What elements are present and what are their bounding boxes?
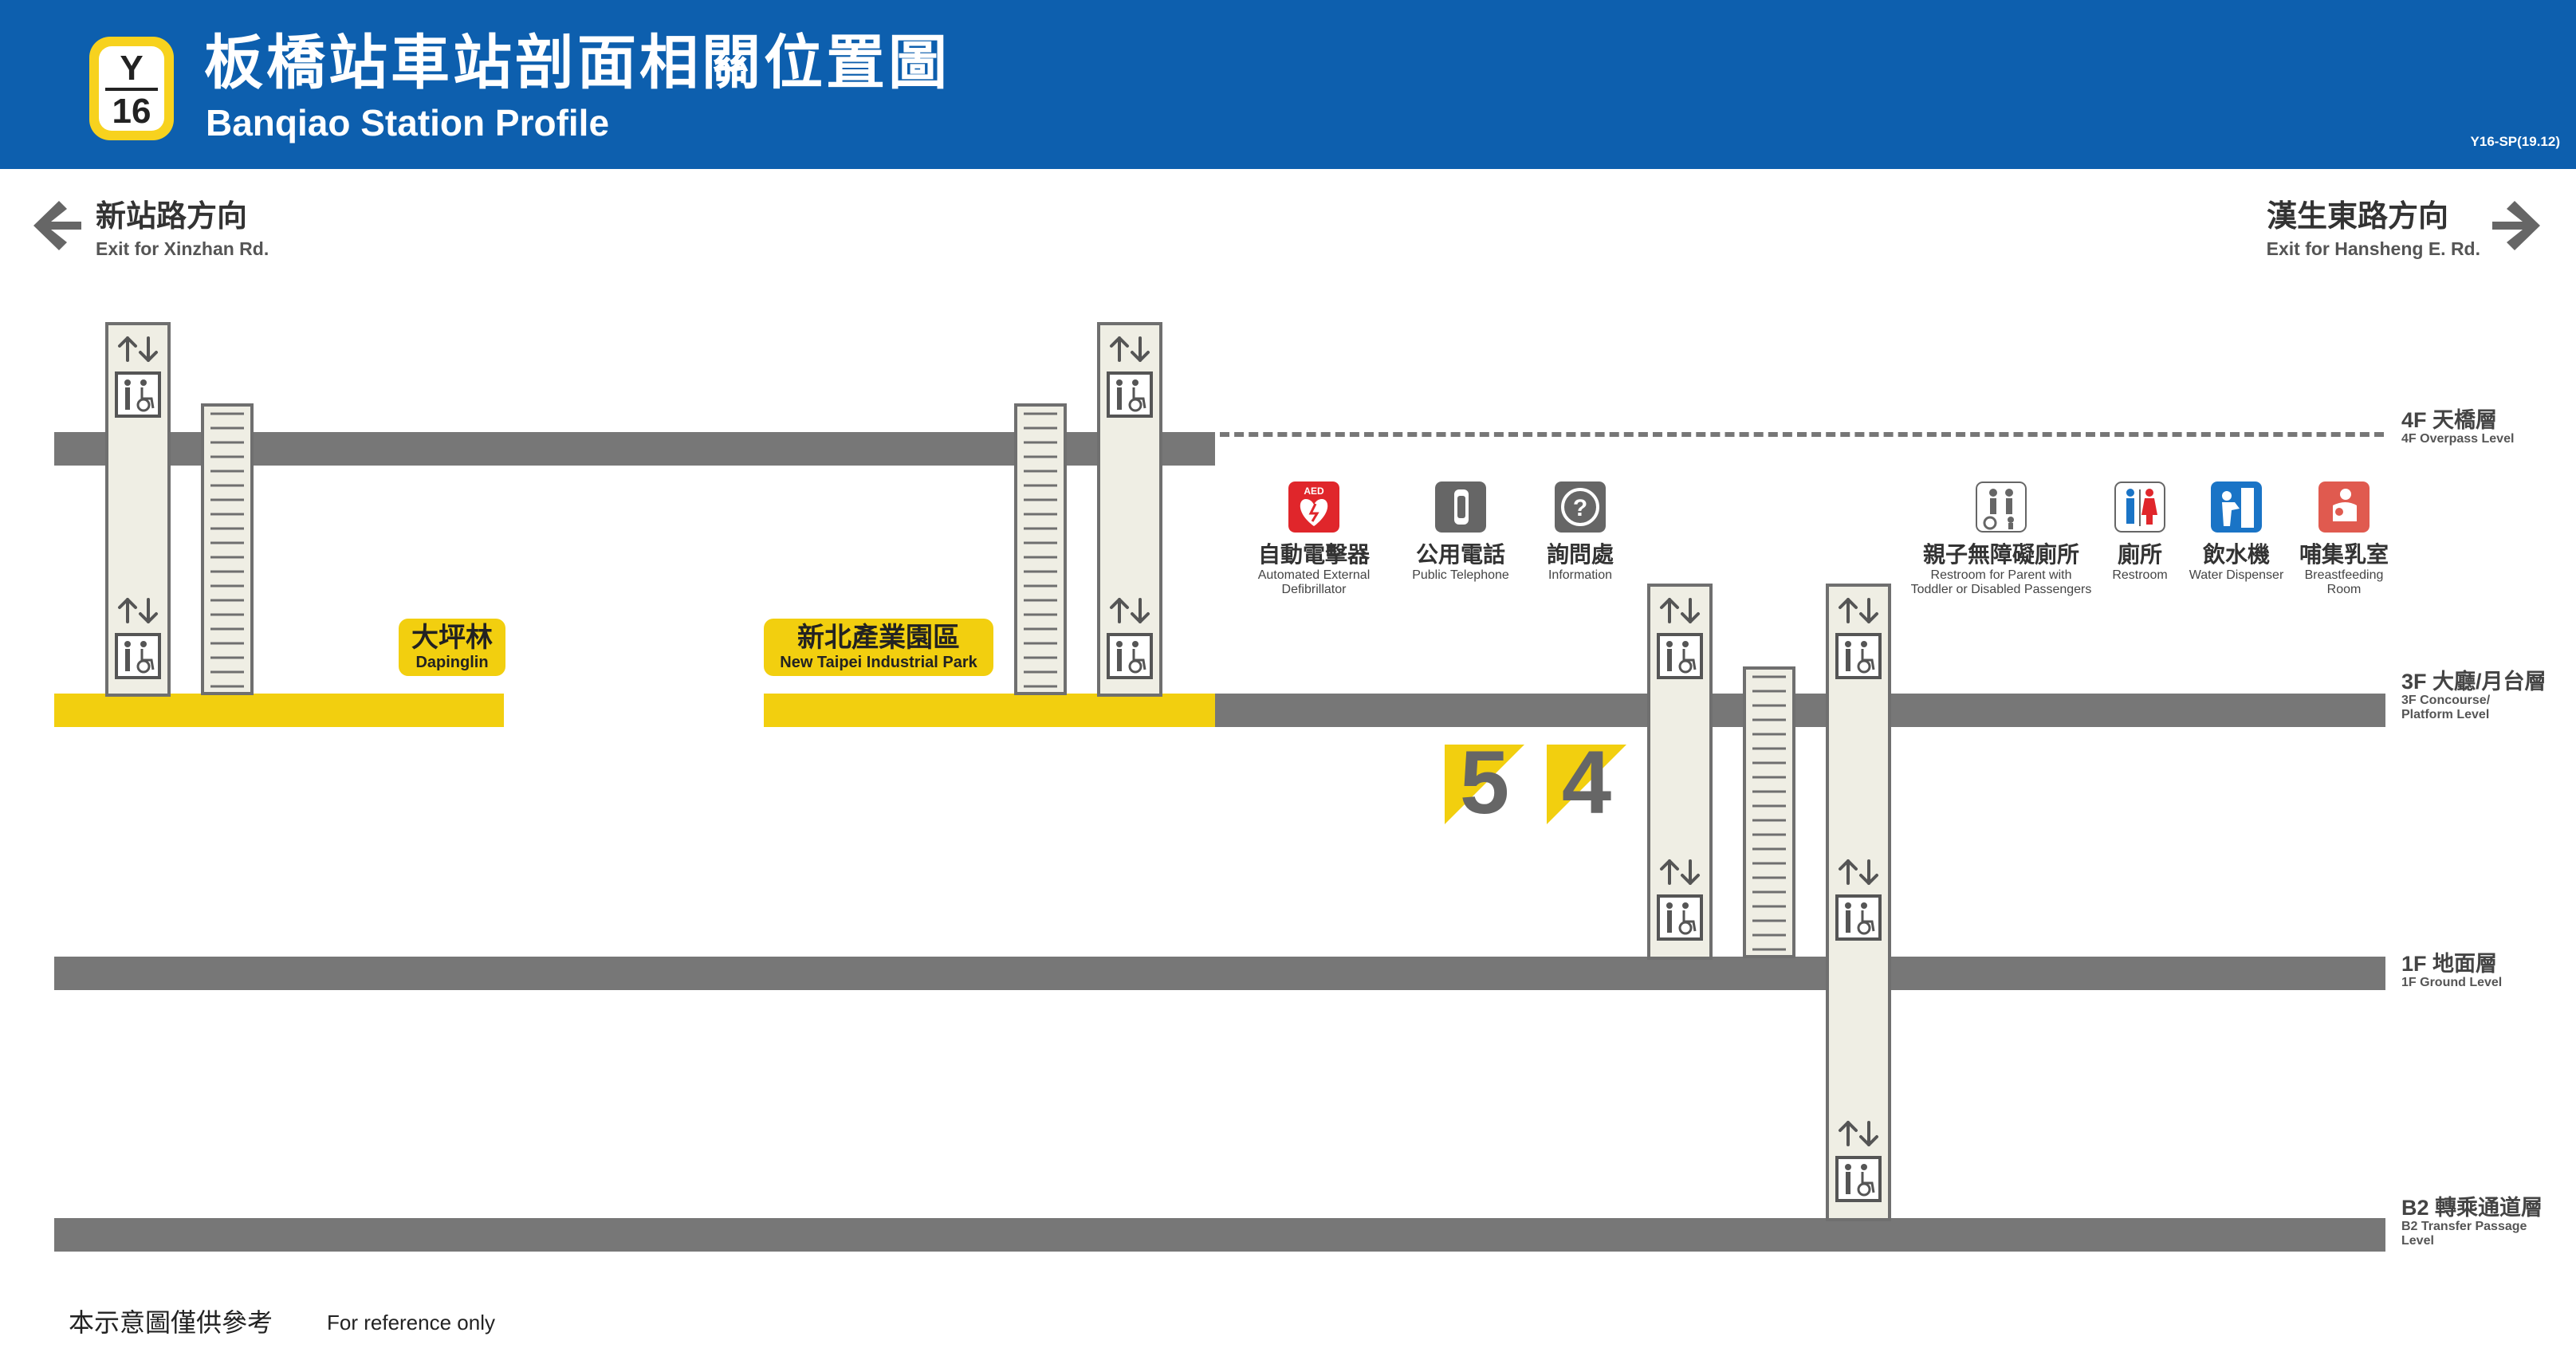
elevator-stop-icon: [1107, 598, 1153, 679]
floor-3f-bar: [1215, 694, 2385, 727]
station-tag-dapinglin: 大坪林 Dapinglin: [399, 619, 505, 676]
footer-note-en: For reference only: [327, 1311, 495, 1334]
platform-marker-icon: [1547, 745, 1626, 824]
facility-family-restroom: 親子無障礙廁所 Restroom for Parent with Toddler…: [1898, 481, 2105, 597]
family-restroom-icon: [1976, 481, 2027, 533]
platform-dapinglin-bar: [54, 694, 504, 727]
floor-label-b2: B2 轉乘通道層 B2 Transfer Passage Level: [2401, 1196, 2543, 1248]
restroom-icon: [2114, 481, 2165, 533]
elevator-stop-icon: [1657, 859, 1703, 941]
escalator-middle: [1014, 403, 1067, 695]
floor-4f-dashed-line: [1220, 432, 2384, 437]
footer-note-zh: 本示意圖僅供參考: [69, 1308, 273, 1337]
facility-public-telephone: 公用電話 Public Telephone: [1397, 481, 1524, 583]
floor-1f-bar: [54, 957, 2385, 990]
water-dispenser-icon: [2211, 481, 2262, 533]
information-icon: ?: [1555, 481, 1606, 533]
elevator-stop-icon: [1835, 598, 1882, 679]
elevator-stop-icon: [1107, 336, 1153, 418]
floor-b2-bar: [54, 1218, 2385, 1252]
direction-left-exit: Exit for Xinzhan Rd.: [96, 238, 269, 259]
elevator-stop-icon: [1657, 598, 1703, 679]
escalator-steps-icon: [204, 407, 250, 692]
page-subtitle: Banqiao Station Profile: [206, 102, 610, 143]
floor-label-3f: 3F 大廳/月台層 3F Concourse/ Platform Level: [2401, 670, 2547, 721]
arrow-right-icon: [2492, 201, 2540, 250]
platform-industrial-park-bar: [764, 694, 1215, 727]
header-bar: [0, 0, 2576, 169]
floor-label-4f: 4F 天橋層 4F Overpass Level: [2401, 408, 2515, 446]
page-title: 板橋站車站剖面相關位置圖: [204, 29, 950, 96]
elevator-stop-icon: [1835, 1121, 1882, 1202]
platform-number-4: 4: [1547, 735, 1626, 831]
svg-text:?: ?: [1573, 495, 1587, 521]
facility-aed: AED 自動電擊器 Automated External Defibrillat…: [1242, 481, 1386, 597]
facility-breastfeeding-room: 哺集乳室 Breastfeeding Room: [2296, 481, 2392, 597]
line-code-badge: Y 16: [89, 37, 174, 140]
floor-label-1f: 1F 地面層 1F Ground Level: [2401, 952, 2503, 989]
escalator-right: [1743, 666, 1795, 958]
platform-number-5: 5: [1445, 735, 1524, 831]
escalator-steps-icon: [1746, 670, 1792, 955]
direction-right-label: 漢生東路方向: [2266, 200, 2448, 234]
platform-marker-icon: [1445, 745, 1524, 824]
facility-water-dispenser: 飲水機 Water Dispenser: [2177, 481, 2296, 583]
svg-text:AED: AED: [1304, 485, 1324, 497]
aed-icon: AED: [1288, 481, 1339, 533]
facility-information: ? 詢問處 Information: [1524, 481, 1636, 583]
facility-restroom: 廁所 Restroom: [2100, 481, 2180, 583]
line-code-number: 16: [112, 92, 151, 131]
line-code-letter: Y: [120, 49, 144, 88]
phone-icon: [1435, 481, 1486, 533]
escalator-steps-icon: [1017, 407, 1064, 692]
elevator-stop-icon: [115, 598, 161, 679]
breastfeeding-room-icon: [2318, 481, 2370, 533]
escalator-left: [201, 403, 254, 695]
elevator-stop-icon: [115, 336, 161, 418]
direction-right-exit: Exit for Hansheng E. Rd.: [2266, 238, 2480, 259]
direction-left-label: 新站路方向: [96, 200, 248, 234]
document-code: Y16-SP(19.12): [2470, 134, 2560, 149]
station-tag-industrial-park: 新北產業園區 New Taipei Industrial Park: [764, 619, 993, 676]
arrow-left-icon: [33, 201, 81, 250]
elevator-stop-icon: [1835, 859, 1882, 941]
